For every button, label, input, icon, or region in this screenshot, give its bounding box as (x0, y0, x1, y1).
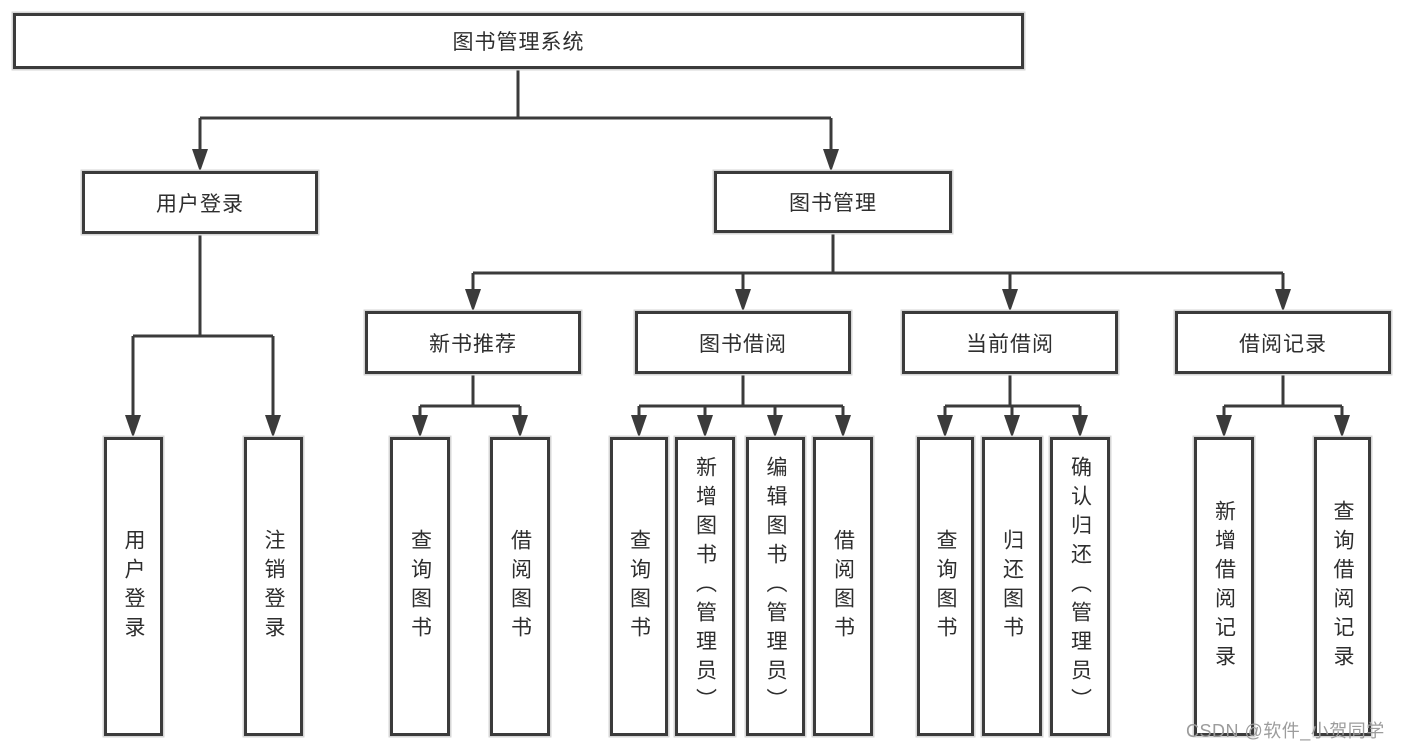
leaf-query-borrow-record: 查询借阅记录 (1314, 437, 1371, 736)
leaf-label: 注销登录 (262, 528, 285, 645)
leaf-user-login: 用户登录 (104, 437, 163, 736)
leaf-confirm-return-admin: 确认归还（管理员） (1050, 437, 1110, 736)
node-current-borrowing: 当前借阅 (902, 311, 1118, 374)
node-new-book-recommendation: 新书推荐 (365, 311, 581, 374)
leaf-label: 确认归还（管理员） (1068, 456, 1092, 717)
node-label: 图书管理系统 (452, 31, 585, 54)
arrowheads (125, 149, 1350, 438)
leaf-borrow-books: 借阅图书 (813, 437, 873, 736)
leaf-borrow-books-recommend: 借阅图书 (490, 437, 550, 736)
leaf-label: 查询图书 (627, 528, 651, 645)
node-label: 用户登录 (156, 192, 244, 216)
leaf-add-books-admin: 新增图书（管理员） (675, 437, 735, 736)
node-book-management-branch: 图书管理 (714, 171, 952, 233)
leaf-label: 编辑图书（管理员） (764, 456, 787, 717)
leaf-label: 查询图书 (934, 528, 957, 645)
node-label: 借阅记录 (1239, 332, 1327, 356)
leaf-add-borrow-record: 新增借阅记录 (1194, 437, 1254, 736)
leaf-label: 新增借阅记录 (1212, 499, 1236, 674)
node-label: 新书推荐 (429, 332, 517, 356)
csdn-watermark: CSDN @软件_小贺同学 (1186, 721, 1385, 741)
leaf-label: 借阅图书 (831, 528, 855, 645)
leaf-label: 用户登录 (122, 528, 145, 645)
leaf-logout: 注销登录 (244, 437, 303, 736)
leaf-query-books-borrow: 查询图书 (610, 437, 668, 736)
leaf-query-books-recommend: 查询图书 (390, 437, 450, 736)
leaf-label: 新增图书（管理员） (693, 456, 717, 717)
leaf-query-books-current: 查询图书 (917, 437, 974, 736)
leaf-label: 归还图书 (1000, 528, 1024, 645)
node-label: 图书借阅 (699, 332, 787, 356)
leaf-label: 借阅图书 (508, 528, 532, 645)
node-book-borrowing: 图书借阅 (635, 311, 851, 374)
node-user-login-branch: 用户登录 (82, 171, 318, 234)
node-borrowing-records: 借阅记录 (1175, 311, 1391, 374)
leaf-return-books: 归还图书 (982, 437, 1042, 736)
leaf-edit-books-admin: 编辑图书（管理员） (746, 437, 805, 736)
node-label: 当前借阅 (966, 332, 1054, 356)
leaf-label: 查询借阅记录 (1331, 499, 1354, 674)
node-library-management-system: 图书管理系统 (13, 13, 1024, 69)
node-label: 图书管理 (789, 192, 877, 215)
leaf-label: 查询图书 (408, 528, 432, 645)
